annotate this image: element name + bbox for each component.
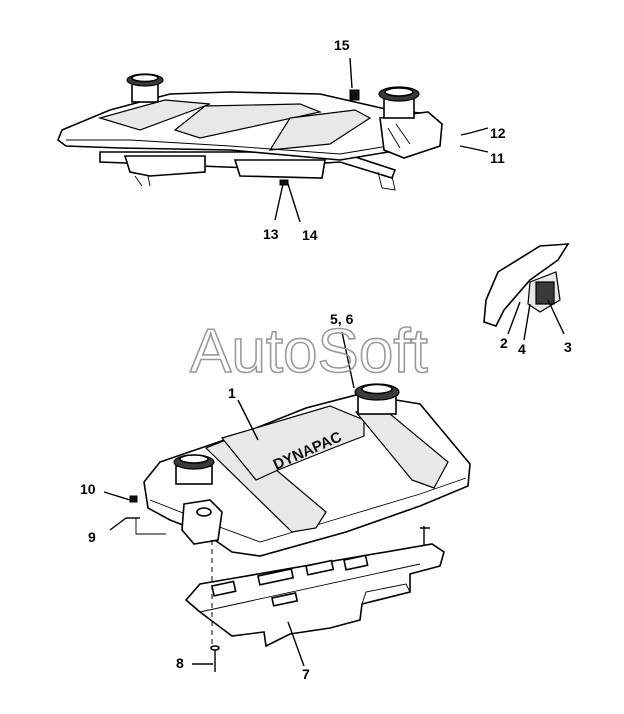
main-filler-cap-right <box>354 383 400 415</box>
callout-10: 10 <box>80 481 96 497</box>
inset-mount-block <box>535 281 555 305</box>
part-11-screw <box>459 145 471 149</box>
top-assembly-view <box>57 57 489 223</box>
callout-14: 14 <box>302 227 318 243</box>
inset-wall <box>483 243 570 327</box>
callout-12: 12 <box>490 125 506 141</box>
part-7-bracket-plate <box>184 543 445 648</box>
top-end-housing <box>379 111 443 159</box>
top-center-panel <box>173 103 323 139</box>
callout-7: 7 <box>302 666 310 682</box>
top-filler-cap-left <box>126 73 164 103</box>
top-hanger-center <box>233 159 326 179</box>
detail-inset <box>483 243 570 341</box>
callout-8: 8 <box>176 655 184 671</box>
main-filler-cap-left <box>173 454 215 485</box>
top-hanger-left <box>123 155 206 177</box>
callout-11: 11 <box>490 150 505 166</box>
top-right-rib <box>268 109 372 151</box>
main-side-bracket <box>181 499 223 545</box>
main-center-panel <box>220 405 365 481</box>
callout-4: 4 <box>518 341 526 357</box>
part-12-screw <box>460 132 471 136</box>
watermark: AutoSoft <box>190 317 428 386</box>
callout-1: 1 <box>228 385 236 401</box>
callout-5-6: 5, 6 <box>330 311 354 327</box>
top-left-rib <box>97 99 211 131</box>
callout-13: 13 <box>263 226 279 242</box>
callout-15: 15 <box>334 37 350 53</box>
part-10-nut <box>129 495 138 503</box>
main-exploded-view: DYNAPAC <box>103 331 471 672</box>
callout-2: 2 <box>500 335 508 351</box>
part-15-clip <box>349 89 360 101</box>
callout-3: 3 <box>564 339 572 355</box>
callout-9: 9 <box>88 529 96 545</box>
top-filler-cap-right <box>378 86 420 119</box>
